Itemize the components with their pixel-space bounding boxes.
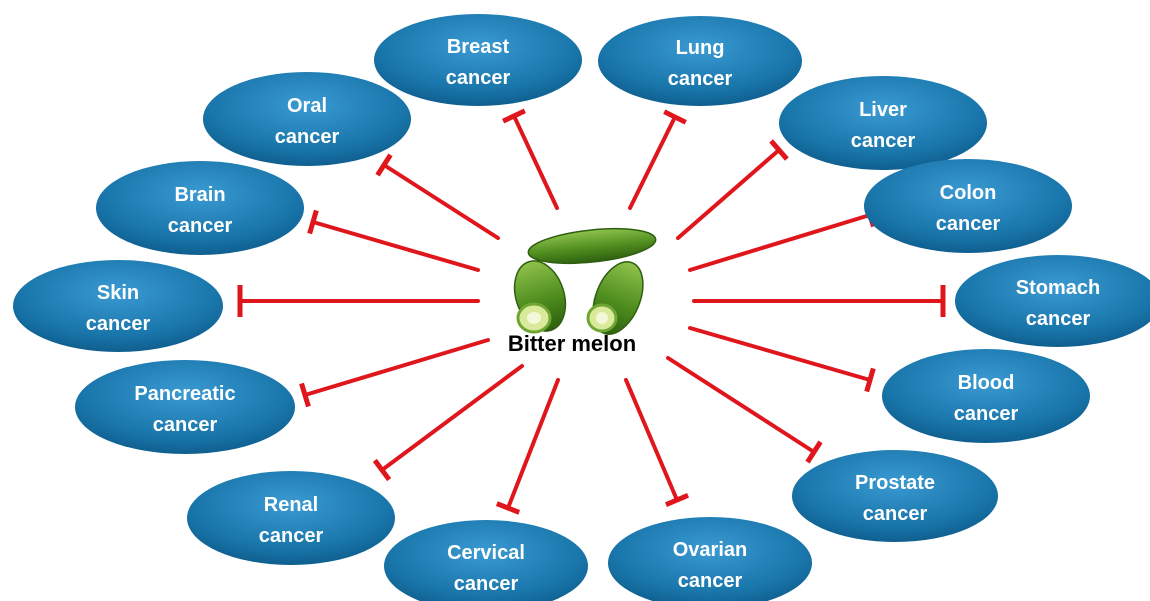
node-label-line2-pancreatic: cancer <box>153 414 218 436</box>
node-label-line1-liver: Liver <box>859 99 907 121</box>
inhibition-line-blood <box>690 328 870 380</box>
node-liver-cancer: Liver cancer <box>779 76 987 170</box>
node-brain-cancer: Brain cancer <box>96 161 304 255</box>
inhibition-line-colon <box>690 215 870 270</box>
node-label-line2-ovarian: cancer <box>678 570 743 592</box>
inhibition-line-liver <box>678 150 779 238</box>
inhibition-line-cervical <box>508 380 558 508</box>
inhibition-bar-oral <box>378 155 391 175</box>
node-label-line2-cervical: cancer <box>454 573 519 595</box>
node-cervical-cancer: Cervical cancer <box>384 520 588 601</box>
inhibition-bar-renal <box>375 460 389 479</box>
node-label-line2-renal: cancer <box>259 525 324 547</box>
inhibition-line-ovarian <box>626 380 677 500</box>
inhibition-line-prostate <box>668 358 814 452</box>
node-oval-lung <box>598 16 802 106</box>
node-label-line1-colon: Colon <box>940 182 997 204</box>
inhibition-line-brain <box>313 222 478 270</box>
node-ovarian-cancer: Ovarian cancer <box>608 517 812 601</box>
node-label-line2-skin: cancer <box>86 313 151 335</box>
node-oval-liver <box>779 76 987 170</box>
node-label-line1-renal: Renal <box>264 494 318 516</box>
bitter-melon-image <box>506 223 657 341</box>
node-label-line1-brain: Brain <box>174 184 225 206</box>
node-label-line1-ovarian: Ovarian <box>673 539 747 561</box>
node-label-line2-oral: cancer <box>275 126 340 148</box>
node-breast-cancer: Breast cancer <box>374 14 582 106</box>
node-skin-cancer: Skin cancer <box>13 260 223 352</box>
node-oval-brain <box>96 161 304 255</box>
node-lung-cancer: Lung cancer <box>598 16 802 106</box>
node-oval-stomach <box>955 255 1150 347</box>
node-label-line1-blood: Blood <box>958 372 1015 394</box>
node-oval-skin <box>13 260 223 352</box>
node-label-line2-lung: cancer <box>668 68 733 90</box>
node-label-line1-stomach: Stomach <box>1016 277 1100 299</box>
center-label: Bitter melon <box>508 331 636 356</box>
node-oval-pancreatic <box>75 360 295 454</box>
inhibition-bar-brain <box>310 210 317 233</box>
node-colon-cancer: Colon cancer <box>864 159 1072 253</box>
node-label-line1-prostate: Prostate <box>855 472 935 494</box>
inhibition-bar-pancreatic <box>302 384 309 407</box>
node-label-line2-breast: cancer <box>446 67 511 89</box>
node-label-line1-breast: Breast <box>447 36 510 58</box>
node-label-line2-stomach: cancer <box>1026 308 1091 330</box>
inhibition-line-oral <box>384 165 498 238</box>
node-pancreatic-cancer: Pancreatic cancer <box>75 360 295 454</box>
node-label-line2-liver: cancer <box>851 130 916 152</box>
inhibition-line-renal <box>382 366 522 470</box>
node-label-line2-brain: cancer <box>168 215 233 237</box>
inhibition-bar-prostate <box>808 442 821 462</box>
node-prostate-cancer: Prostate cancer <box>792 450 998 542</box>
node-oval-colon <box>864 159 1072 253</box>
node-label-line1-oral: Oral <box>287 95 327 117</box>
node-label-line2-blood: cancer <box>954 403 1019 425</box>
node-renal-cancer: Renal cancer <box>187 471 395 565</box>
node-oval-oral <box>203 72 411 166</box>
node-stomach-cancer: Stomach cancer <box>955 255 1150 347</box>
node-label-line1-skin: Skin <box>97 282 139 304</box>
node-oval-prostate <box>792 450 998 542</box>
inhibition-line-breast <box>514 116 557 208</box>
inhibition-bar-blood <box>867 368 874 391</box>
inhibition-line-lung <box>630 117 675 208</box>
node-oral-cancer: Oral cancer <box>203 72 411 166</box>
node-oval-breast <box>374 14 582 106</box>
cancer-nodes: BreastcancerLungcancerLivercancerColonca… <box>13 14 1150 601</box>
inhibition-line-pancreatic <box>305 340 488 395</box>
node-label-line1-lung: Lung <box>676 37 725 59</box>
node-label-line2-prostate: cancer <box>863 503 928 525</box>
bitter-melon-center: Bitter melon <box>506 223 657 356</box>
node-label-line1-pancreatic: Pancreatic <box>134 383 235 405</box>
node-label-line1-cervical: Cervical <box>447 542 525 564</box>
node-oval-blood <box>882 349 1090 443</box>
node-oval-renal <box>187 471 395 565</box>
node-blood-cancer: Blood cancer <box>882 349 1090 443</box>
node-label-line2-colon: cancer <box>936 213 1001 235</box>
